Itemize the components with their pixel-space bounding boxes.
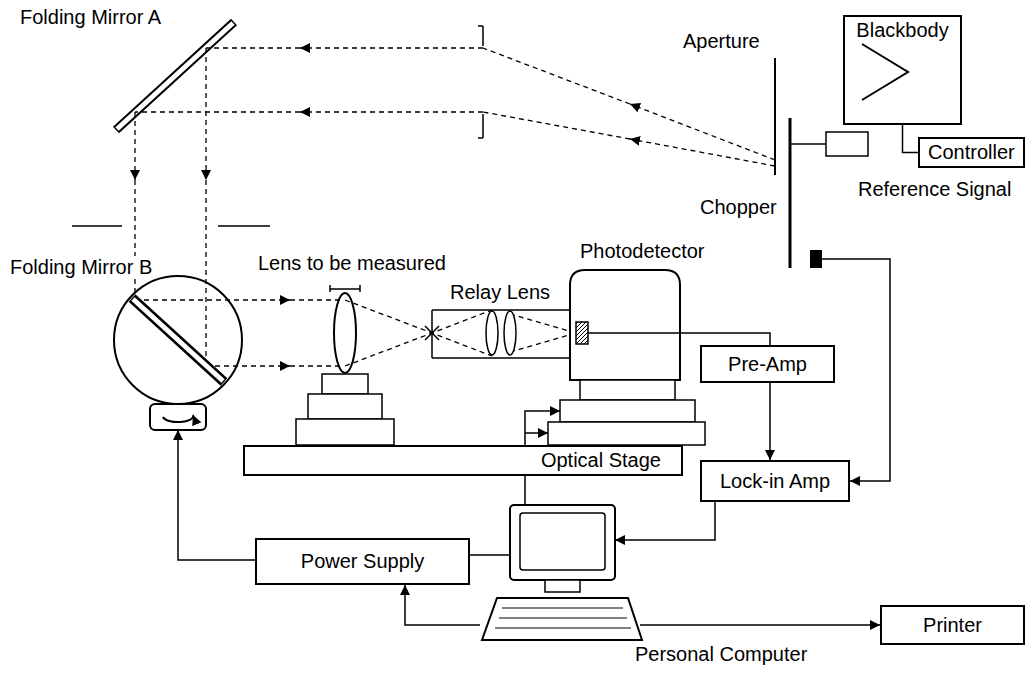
computer-icon <box>482 505 642 640</box>
power-supply-box: Power Supply <box>255 538 470 585</box>
folding-mirror-b <box>114 276 242 430</box>
node-text: Pre-Amp <box>728 353 807 376</box>
part-label: Photodetector <box>580 240 705 263</box>
node-text: Personal Computer <box>635 643 807 666</box>
aperture-plate <box>774 58 776 175</box>
stage-drive-wire <box>525 432 548 434</box>
connector <box>903 125 919 153</box>
node-text: Controller <box>928 141 1015 164</box>
node-text: Blackbody <box>856 19 948 42</box>
chopper-motor <box>826 132 868 156</box>
blackbody-cavity <box>862 44 908 100</box>
connector <box>769 383 771 460</box>
connector <box>640 624 880 626</box>
preamp-box: Pre-Amp <box>700 345 835 383</box>
part-label: Relay Lens <box>450 281 550 304</box>
connector <box>405 585 480 625</box>
reference-sensor <box>810 250 822 268</box>
part-label: Folding Mirror B <box>8 256 154 279</box>
connector <box>615 502 715 540</box>
aperture-plate <box>72 225 270 227</box>
signal-label: Reference Signal <box>858 178 1011 201</box>
detector-wire <box>588 333 770 345</box>
part-label: Lens to be measured <box>258 252 446 275</box>
chopper-shaft <box>790 143 826 145</box>
node-text: Printer <box>923 614 982 637</box>
node-text: Lock-in Amp <box>720 470 830 493</box>
computer: Personal Computer <box>480 505 640 655</box>
blackbody-box: Blackbody <box>843 15 962 125</box>
part-label: Folding Mirror A <box>20 6 161 29</box>
part-label: Aperture <box>683 30 760 53</box>
lockin-box: Lock-in Amp <box>700 460 850 502</box>
optical-stage: Optical Stage <box>243 445 683 476</box>
baffle <box>478 26 483 138</box>
node-text: Optical Stage <box>541 449 661 472</box>
folding-mirror-a <box>116 22 234 130</box>
printer-box: Printer <box>880 605 1025 645</box>
controller-box: Controller <box>918 137 1025 168</box>
part-label: Chopper <box>700 196 777 219</box>
chopper-blade <box>789 118 792 268</box>
node-text: Power Supply <box>301 550 424 573</box>
photodetector-housing <box>548 270 705 445</box>
test-lens <box>296 285 394 445</box>
relay-lens-assembly <box>425 310 570 358</box>
